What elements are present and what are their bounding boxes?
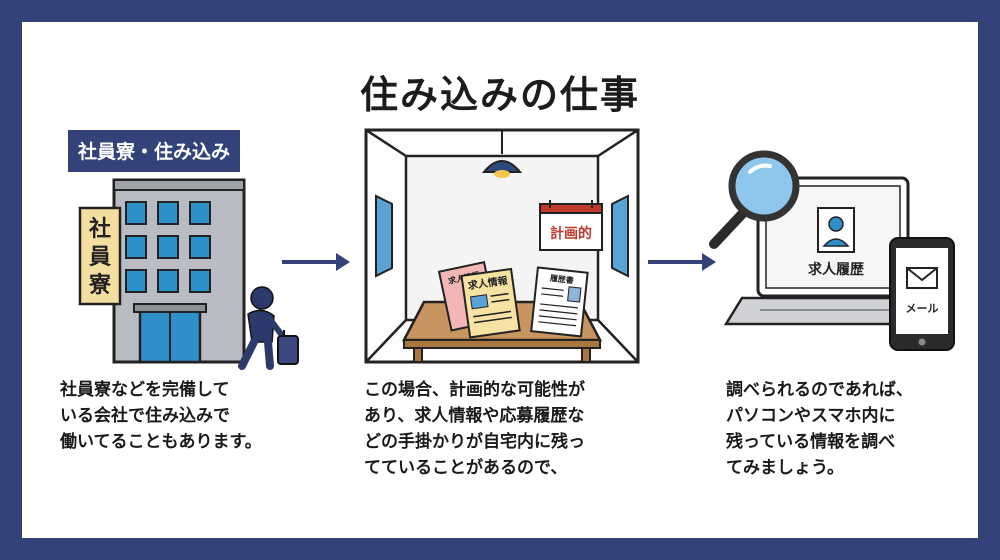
caption-line: パソコンやスマホ内に [726, 406, 896, 426]
caption-line: てみましょう。 [726, 458, 844, 478]
caption-line: この場合、計画的な可能性が [364, 380, 585, 400]
devices-illustration: 求人履歴 メール [709, 150, 955, 351]
dormitory-label: 社員寮・住み込み [68, 130, 241, 172]
caption-line: どの手掛かりが自宅内に残っ [364, 432, 585, 452]
arrow-right-icon [648, 253, 716, 271]
dormitory-sign: 社 員 寮 [78, 206, 122, 306]
job-listing-papers: 求人情報 求人情報 履歴書 [437, 261, 589, 339]
screen-text: 求人履歴 [808, 261, 864, 278]
main-panel: 住み込みの仕事 社員寮・住み込み 社 員 寮 [22, 22, 978, 538]
building-icon [112, 178, 246, 364]
caption-line: いる会社で住み込みで [60, 406, 230, 426]
sign-char-1: 社 [89, 216, 111, 242]
caption-line: てていることがあるので、 [364, 458, 568, 478]
calendar-text: 計画的 [550, 225, 592, 242]
caption-line: 残っている情報を調べ [726, 432, 896, 452]
caption-line: あり、求人情報や応募履歴な [364, 406, 585, 426]
traveler-icon [238, 286, 299, 370]
magnifier-icon [709, 150, 800, 249]
dormitory-illustration: 社 員 寮 [78, 178, 299, 370]
room-illustration: 計画的 求人情報 求人情報 履歴書 [364, 128, 640, 364]
sign-char-2: 員 [88, 245, 111, 270]
caption-line: 働いてることもあります。 [60, 432, 262, 452]
arrow-right-icon [282, 253, 350, 271]
caption-dormitory: 社員寮などを完備して いる会社で住み込みで 働いてることもあります。 [60, 377, 262, 455]
caption-line: 社員寮などを完備して [60, 380, 230, 400]
phone-text: メール [906, 302, 939, 315]
caption-room: この場合、計画的な可能性が あり、求人情報や応募履歴な どの手掛かりが自宅内に残… [364, 377, 585, 481]
sign-char-3: 寮 [88, 272, 112, 298]
smartphone-icon [889, 237, 955, 351]
caption-line: 調べられるのであれば、 [726, 380, 913, 400]
ceiling-lamp-icon [481, 130, 523, 178]
caption-devices: 調べられるのであれば、 パソコンやスマホ内に 残っている情報を調べ てみましょう… [726, 377, 913, 481]
paper-resume-text: 履歴書 [548, 273, 574, 286]
user-profile-icon [817, 207, 855, 253]
calendar-icon: 計画的 [539, 200, 603, 251]
page-title: 住み込みの仕事 [359, 73, 640, 117]
mail-icon [906, 267, 938, 289]
